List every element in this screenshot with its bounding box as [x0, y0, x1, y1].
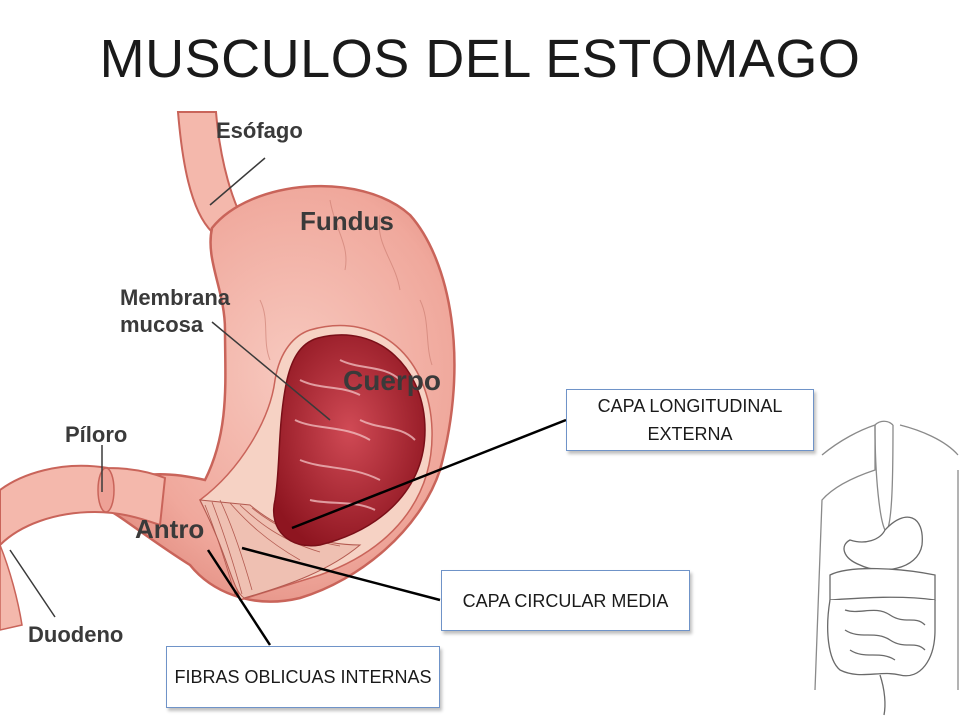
- label-cuerpo: Cuerpo: [343, 365, 441, 396]
- pointer-longitudinal: [291, 418, 567, 530]
- surface-vessels: [259, 199, 433, 366]
- pointer-circular: [241, 546, 441, 602]
- label-duodeno: Duodeno: [28, 622, 123, 647]
- callout-pointers: [206, 418, 567, 646]
- duodenum-shape: [0, 464, 167, 547]
- label-piloro: Píloro: [65, 422, 127, 447]
- label-esofago: Esófago: [216, 118, 303, 143]
- callout-capa-longitudinal-externa: CAPA LONGITUDINAL EXTERNA: [566, 389, 814, 451]
- duodenum-down-shape: [0, 544, 23, 631]
- body-silhouette-figure: [814, 420, 959, 691]
- callout-capa-circular-media: CAPA CIRCULAR MEDIA: [441, 570, 690, 631]
- mucosa-shape: [272, 334, 426, 547]
- pointer-oblicuas: [206, 549, 272, 646]
- callout-fibras-oblicuas-internas: FIBRAS OBLICUAS INTERNAS: [166, 646, 440, 708]
- label-fundus: Fundus: [300, 206, 394, 236]
- label-membrana: Membrana: [120, 285, 231, 310]
- body-organs-figure: [827, 516, 936, 716]
- label-antro: Antro: [135, 514, 204, 544]
- callout-longitudinal-text: CAPA LONGITUDINAL EXTERNA: [597, 396, 783, 444]
- callout-oblicuas-text: FIBRAS OBLICUAS INTERNAS: [174, 667, 432, 687]
- callout-circular-text: CAPA CIRCULAR MEDIA: [462, 590, 669, 611]
- pylorus-shape: [97, 467, 115, 513]
- label-mucosa: mucosa: [120, 312, 204, 337]
- mucosa-folds: [294, 359, 416, 511]
- page-title: MUSCULOS DEL ESTOMAGO: [99, 29, 861, 89]
- anatomy-leaders: [9, 157, 331, 618]
